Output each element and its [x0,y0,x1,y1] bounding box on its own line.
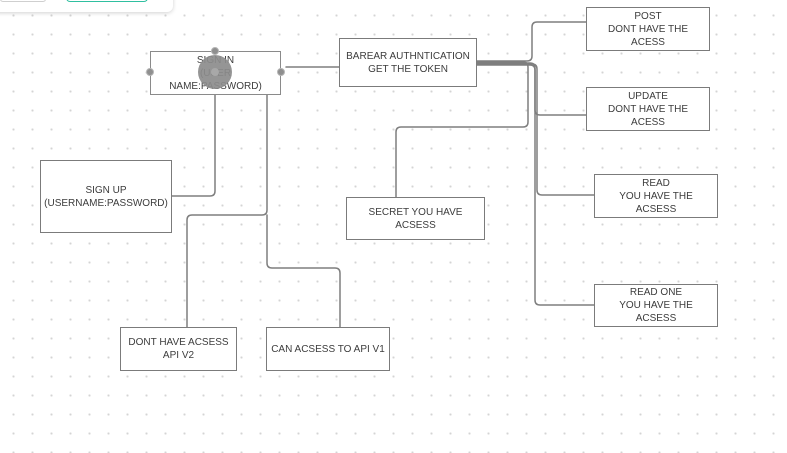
node-read-one[interactable]: READ ONE YOU HAVE THE ACSESS [594,284,718,327]
connector-bearer-update [476,62,587,116]
connector-bearer-readone [476,64,595,306]
resize-handle-right[interactable] [277,68,285,76]
node-dont-have-access-v2[interactable]: DONT HAVE ACSESS API V2 [120,327,237,371]
node-sign-up[interactable]: SIGN UP (USERNAME:PASSWORD) [40,160,172,233]
node-post[interactable]: POST DONT HAVE THE ACESS [586,7,710,51]
connector-signin-v1 [266,214,341,328]
resize-handle-left[interactable] [146,68,154,76]
node-update[interactable]: UPDATE DONT HAVE THE ACESS [586,87,710,131]
node-can-access-v1[interactable]: CAN ACSESS TO API V1 [266,327,390,371]
node-bearer-authentication[interactable]: BAREAR AUTHNTICATION GET THE TOKEN [339,38,477,87]
resize-handle-top[interactable] [211,47,219,55]
node-read[interactable]: READ YOU HAVE THE ACSESS [594,174,718,218]
connector-signin-v2 [186,93,268,328]
connector-bearer-read [476,63,595,196]
node-secret[interactable]: SECRET YOU HAVE ACSESS [346,197,485,240]
toolbar-fragment [0,0,173,12]
connector-bearer-secret [395,61,529,198]
connector-bearer-post [476,21,587,62]
connector-signup-signin [171,93,216,197]
drag-handle-center[interactable] [198,55,232,89]
